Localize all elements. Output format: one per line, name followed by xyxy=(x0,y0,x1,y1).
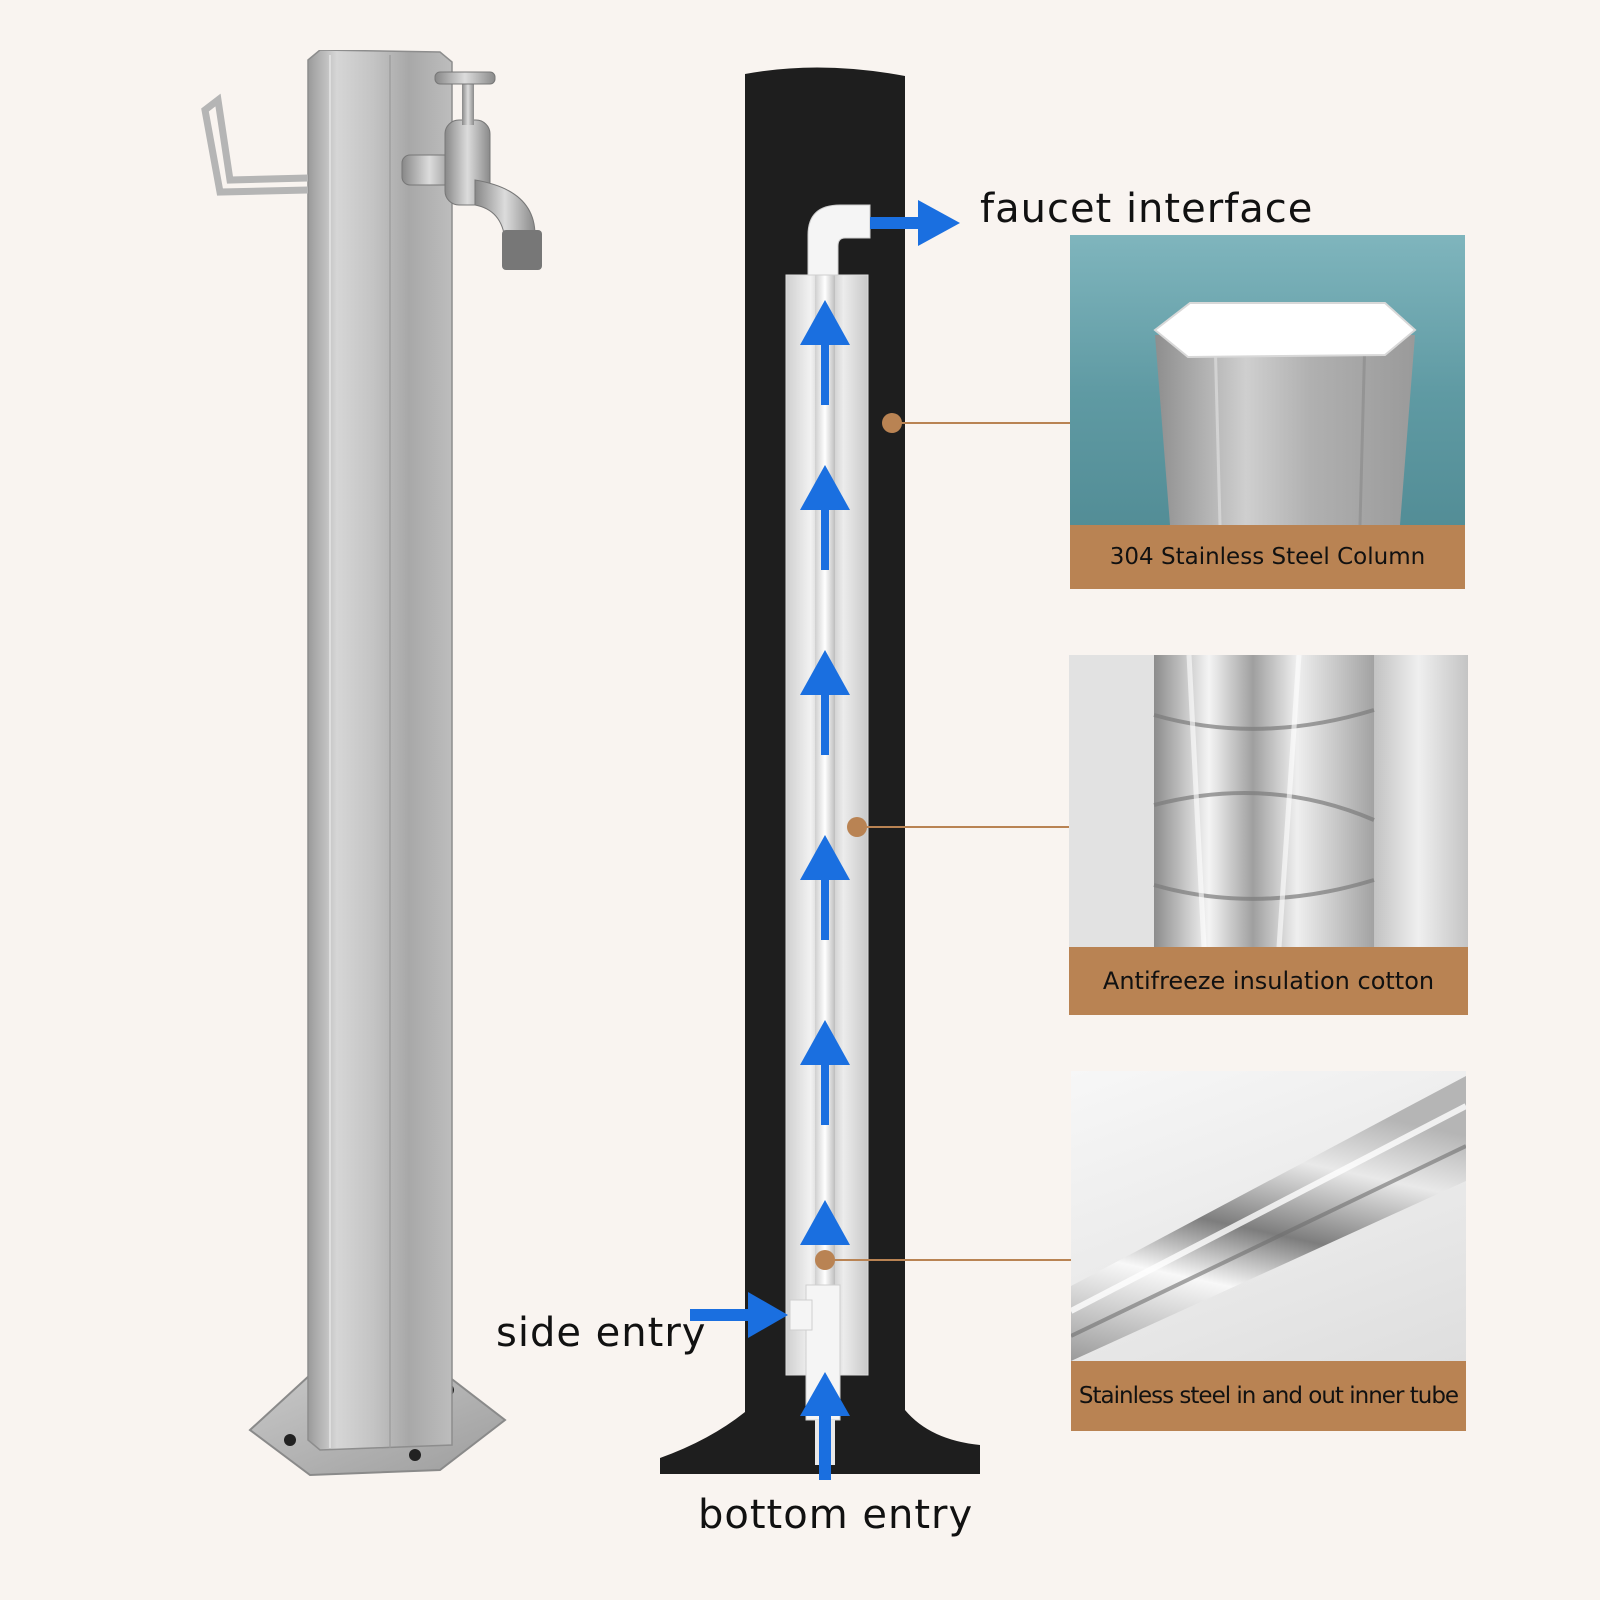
post-body xyxy=(307,50,453,1451)
faucet-arrow xyxy=(870,200,960,246)
faucet-interface-label: faucet interface xyxy=(980,186,1314,232)
hose-hook xyxy=(201,93,309,196)
panel-inner-tube: Stainless steel in and out inner tube xyxy=(1071,1071,1466,1431)
caption-inner-tube: Stainless steel in and out inner tube xyxy=(1071,1361,1466,1431)
panel-steel-column: 304 Stainless Steel Column xyxy=(1070,235,1465,589)
water-post-photo xyxy=(201,50,542,1477)
insulation-cotton-photo xyxy=(1069,655,1468,947)
flow-up-arrows xyxy=(800,300,850,1245)
elbow-fitting xyxy=(807,204,871,276)
side-entry-arrow xyxy=(690,1292,788,1338)
panel-insulation-cotton: Antifreeze insulation cotton xyxy=(1069,655,1468,1015)
inner-tube-photo xyxy=(1071,1076,1466,1361)
inner-pipe xyxy=(815,275,835,1375)
bottom-entry-label: bottom entry xyxy=(698,1492,974,1538)
caption-insulation-cotton: Antifreeze insulation cotton xyxy=(1069,947,1468,1015)
steel-column-photo xyxy=(1153,302,1417,525)
caption-steel-column: 304 Stainless Steel Column xyxy=(1070,525,1465,589)
cutaway-diagram xyxy=(660,67,980,1480)
bottom-entry-arrow xyxy=(800,1372,850,1480)
side-entry-label: side entry xyxy=(496,1310,707,1356)
